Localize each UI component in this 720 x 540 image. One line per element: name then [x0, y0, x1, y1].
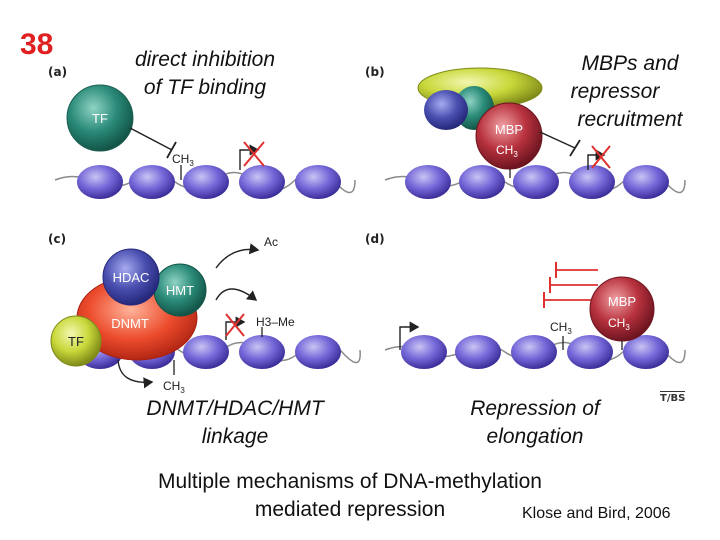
slide-number: 38: [20, 28, 54, 61]
journal-mark: T/BS: [660, 391, 686, 404]
repression-bars-d: [543, 262, 598, 308]
citation: Klose and Bird, 2006: [522, 505, 671, 522]
nucleosome: [405, 165, 451, 199]
tss-arrow-a: [239, 144, 260, 170]
nucleosome: [239, 165, 285, 199]
ch3-label-a: CH3: [172, 152, 194, 168]
blocked-x-a: [243, 141, 265, 167]
inhibition-line-a: [129, 127, 173, 151]
panel-b-caption-line3: recruitment: [577, 108, 683, 131]
nucleosome: [623, 335, 669, 369]
hdac-label: HDAC: [113, 270, 150, 285]
mbp-protein-d: [589, 276, 655, 342]
nucleosome: [459, 165, 505, 199]
deacetylation-arrow: [215, 243, 260, 269]
h3me-label: H3–Me: [256, 315, 295, 329]
hmt-label: HMT: [166, 283, 194, 298]
mbp-label-d: MBP: [608, 294, 636, 309]
hdac-protein: [102, 248, 160, 306]
inhibition-line-b: [539, 131, 576, 149]
ch3-label-b: CH3: [496, 143, 518, 159]
panel-b-letter: (b): [365, 65, 385, 79]
mbp-label-b: MBP: [495, 122, 523, 137]
panel-b-caption: MBPs and repressor recruitment: [555, 50, 705, 134]
nucleosome: [183, 165, 229, 199]
panel-b-caption-line2: repressor: [570, 80, 660, 103]
tf-protein-a: [66, 84, 134, 152]
nucleosomes-d: [401, 335, 669, 369]
nucleosome: [511, 335, 557, 369]
nucleosomes-b: [405, 165, 669, 199]
panel-a-letter: (a): [48, 65, 68, 79]
panel-a-caption-line2: of TF binding: [143, 76, 267, 99]
methylation-arrow-h3: [215, 288, 258, 301]
nucleosome: [567, 335, 613, 369]
nucleosome: [77, 165, 123, 199]
dnmt-label: DNMT: [111, 316, 149, 331]
nucleosome: [295, 165, 341, 199]
blocked-x-c: [225, 313, 245, 337]
nucleosome: [513, 165, 559, 199]
nucleosome: [623, 165, 669, 199]
panel-a-caption: direct inhibition of TF binding: [110, 46, 300, 102]
nucleosome: [569, 165, 615, 199]
nucleosomes-a: [77, 165, 341, 199]
inhibition-bar-b: [569, 139, 581, 157]
ac-label: Ac: [264, 235, 278, 249]
tf-label-c: TF: [68, 334, 84, 349]
main-caption-line1: Multiple mechanisms of DNA-methylation: [158, 470, 542, 493]
nucleosome: [239, 335, 285, 369]
panel-c-caption: DNMT/HDAC/HMT linkage: [120, 395, 350, 451]
nucleosome: [183, 335, 229, 369]
tf-protein-c: [50, 315, 102, 367]
main-caption-line2: mediated repression: [254, 498, 446, 521]
nucleosome: [129, 165, 175, 199]
nucleosome: [295, 335, 341, 369]
ch3-label-c: CH3: [163, 379, 185, 395]
panel-b-caption-line1: MBPs and: [581, 52, 679, 75]
panel-c-letter: (c): [48, 232, 67, 246]
panel-c-caption-line2: linkage: [201, 425, 269, 448]
ch3-label-d2: CH3: [608, 316, 630, 332]
panel-c-caption-line1: DNMT/HDAC/HMT: [146, 397, 324, 420]
mbp-protein-b: [475, 102, 543, 170]
tf-label-a: TF: [92, 111, 108, 126]
methylation-arrow-c: [117, 359, 154, 389]
ch3-label-d1: CH3: [550, 320, 572, 336]
main-caption: Multiple mechanisms of DNA-methylation m…: [80, 468, 620, 524]
blocked-x-b: [591, 145, 611, 169]
panel-a-caption-line1: direct inhibition: [134, 48, 276, 71]
nucleosome: [401, 335, 447, 369]
tss-arrow-d: [399, 321, 420, 350]
panel-d-caption-line2: elongation: [486, 425, 584, 448]
panel-d-caption-line1: Repression of: [470, 397, 600, 420]
corepressor-blue-b: [424, 90, 468, 130]
inhibition-bar-a: [166, 141, 177, 159]
panel-d-caption: Repression of elongation: [440, 395, 630, 451]
nucleosome: [455, 335, 501, 369]
panel-d-letter: (d): [365, 232, 385, 246]
